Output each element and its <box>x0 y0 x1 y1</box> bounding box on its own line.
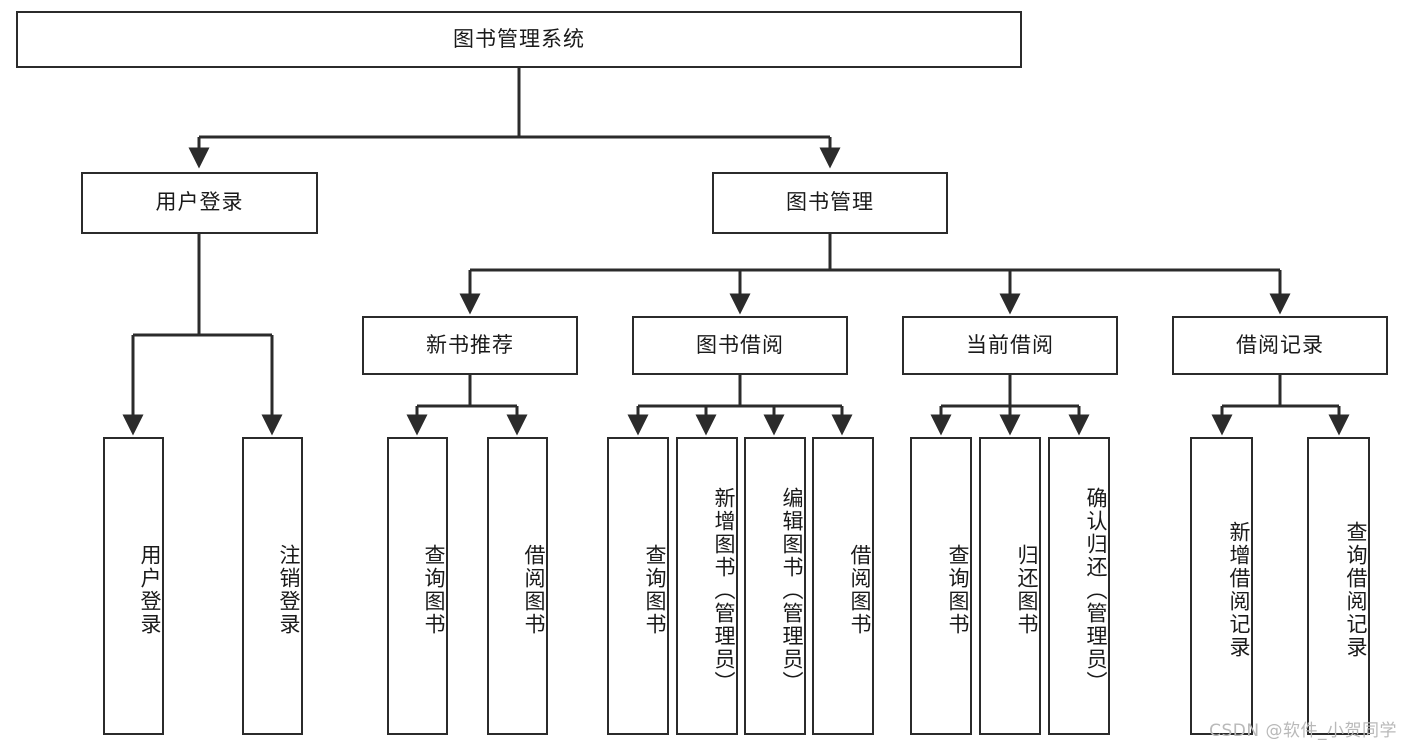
node-new-book-rec[interactable]: 新书推荐 <box>362 316 578 375</box>
node-leaf-return-book-label: 归还图书 <box>1015 544 1039 636</box>
node-leaf-borrow-book-2[interactable]: 借阅图书 <box>812 437 874 735</box>
node-leaf-query-book-2-label: 查询图书 <box>643 544 667 636</box>
node-new-book-rec-label: 新书推荐 <box>426 332 514 357</box>
node-borrow-record[interactable]: 借阅记录 <box>1172 316 1388 375</box>
node-root[interactable]: 图书管理系统 <box>16 11 1022 68</box>
node-book-manage-label: 图书管理 <box>786 190 874 215</box>
node-leaf-add-record[interactable]: 新增借阅记录 <box>1190 437 1253 735</box>
node-leaf-user-login[interactable]: 用户登录 <box>103 437 164 735</box>
node-leaf-borrow-book-1-label: 借阅图书 <box>522 544 546 636</box>
node-user-login[interactable]: 用户登录 <box>81 172 318 234</box>
node-leaf-query-book-1-label: 查询图书 <box>422 544 446 636</box>
node-leaf-edit-book[interactable]: 编辑图书（管理员） <box>744 437 806 735</box>
node-leaf-query-book-1[interactable]: 查询图书 <box>387 437 448 735</box>
node-current-borrow-label: 当前借阅 <box>966 332 1054 357</box>
node-leaf-add-book-label: 新增图书（管理员） <box>712 486 736 694</box>
node-leaf-add-book[interactable]: 新增图书（管理员） <box>676 437 738 735</box>
node-leaf-confirm-return-label: 确认归还（管理员） <box>1084 486 1108 694</box>
node-book-manage[interactable]: 图书管理 <box>712 172 948 234</box>
node-current-borrow[interactable]: 当前借阅 <box>902 316 1118 375</box>
node-leaf-query-record[interactable]: 查询借阅记录 <box>1307 437 1370 735</box>
node-leaf-user-login-label: 用户登录 <box>138 544 162 636</box>
node-user-login-label: 用户登录 <box>155 190 244 215</box>
node-root-label: 图书管理系统 <box>453 26 585 51</box>
node-leaf-add-record-label: 新增借阅记录 <box>1227 521 1251 659</box>
node-leaf-query-record-label: 查询借阅记录 <box>1344 521 1368 659</box>
node-leaf-edit-book-label: 编辑图书（管理员） <box>780 486 804 694</box>
node-leaf-borrow-book-1[interactable]: 借阅图书 <box>487 437 548 735</box>
node-book-borrow-label: 图书借阅 <box>696 332 784 357</box>
node-leaf-confirm-return[interactable]: 确认归还（管理员） <box>1048 437 1110 735</box>
node-leaf-logout-label: 注销登录 <box>277 544 301 636</box>
node-leaf-borrow-book-2-label: 借阅图书 <box>848 544 872 636</box>
node-leaf-query-book-3[interactable]: 查询图书 <box>910 437 972 735</box>
node-leaf-query-book-2[interactable]: 查询图书 <box>607 437 669 735</box>
node-borrow-record-label: 借阅记录 <box>1236 332 1324 357</box>
node-leaf-return-book[interactable]: 归还图书 <box>979 437 1041 735</box>
node-leaf-logout[interactable]: 注销登录 <box>242 437 303 735</box>
node-leaf-query-book-3-label: 查询图书 <box>946 544 970 636</box>
node-book-borrow[interactable]: 图书借阅 <box>632 316 848 375</box>
